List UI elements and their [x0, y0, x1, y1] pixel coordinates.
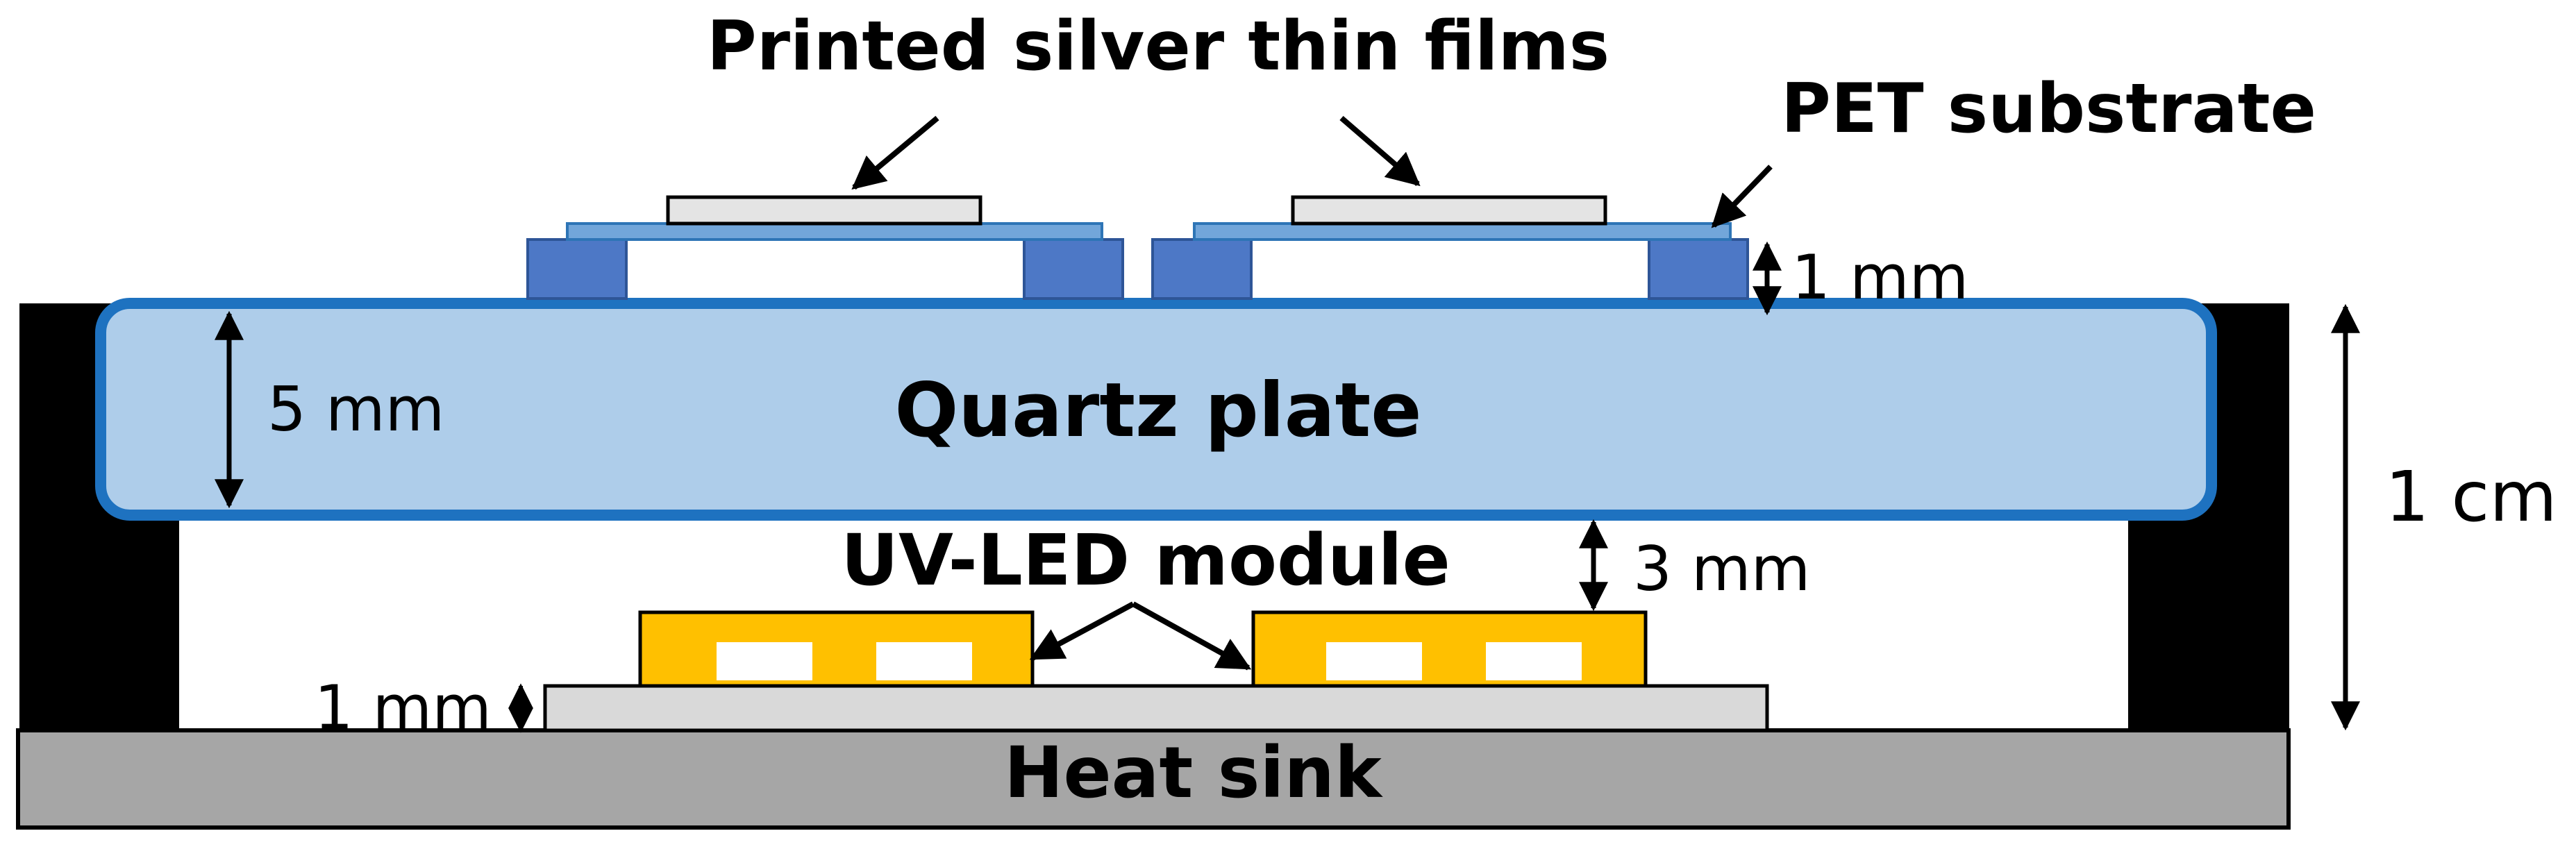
pet-substrate-right	[1193, 222, 1732, 241]
pet-substrate-left	[566, 222, 1103, 241]
silver-film-right	[1291, 195, 1607, 226]
led-chip	[1486, 642, 1582, 680]
silver-film-arrow-left	[851, 115, 939, 190]
dim-gap-label: 3 mm	[1633, 533, 1810, 605]
dim-board-label: 1 mm	[315, 672, 492, 744]
uv-led-arrow-left	[1029, 601, 1135, 661]
pet-substrate-label: PET substrate	[1781, 69, 2316, 149]
quartz-plate	[95, 298, 2217, 521]
uv-led-module-left	[638, 610, 1035, 688]
spacer-block	[1151, 238, 1253, 300]
dim-total-label: 1 cm	[2385, 456, 2557, 537]
uv-led-arrow-right	[1132, 601, 1252, 671]
spacer-block	[526, 238, 628, 300]
heat-sink-label: Heat sink	[1004, 732, 1383, 814]
uv-led-module-label: UV-LED module	[841, 519, 1450, 602]
dim-quartz-label: 5 mm	[267, 374, 444, 445]
dim-spacer-label: 1 mm	[1791, 242, 1968, 313]
spacer-block	[1023, 238, 1124, 300]
led-chip	[717, 642, 812, 680]
silver-films-label: Printed silver thin films	[707, 7, 1609, 86]
pet-substrate-arrow	[1711, 165, 1773, 228]
silver-film-left	[666, 195, 982, 226]
heat-sink	[16, 728, 2291, 830]
led-board	[543, 684, 1769, 732]
quartz-plate-label: Quartz plate	[894, 367, 1421, 454]
led-chip	[876, 642, 972, 680]
uv-led-module-right	[1251, 610, 1648, 688]
led-chip	[1326, 642, 1422, 680]
spacer-block	[1648, 238, 1749, 300]
silver-film-arrow-right	[1339, 115, 1421, 187]
